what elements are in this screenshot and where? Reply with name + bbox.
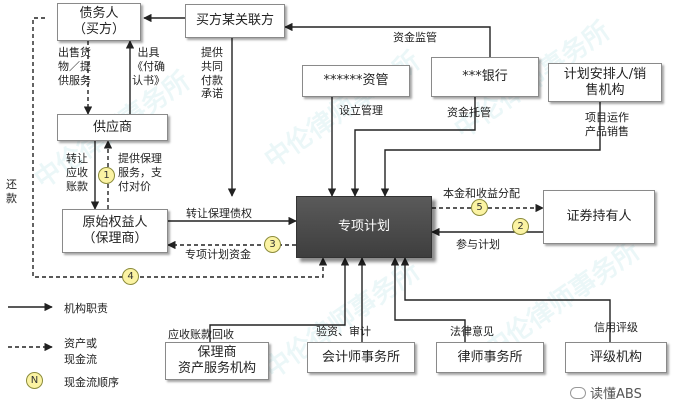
wechat-icon — [570, 386, 586, 399]
edge-label-issue-confirm: 出具 《付确 认书》 — [132, 46, 165, 87]
edge-label-plan-funds: 专项计划资金 — [185, 248, 251, 261]
node-security-holder-label: 证券持有人 — [566, 209, 632, 225]
node-planner-label: 计划安排人/销 售机构 — [563, 66, 647, 98]
node-factoring-service: 保理商 资产服务机构 — [165, 342, 269, 380]
node-asset-management-label: ******资管 — [323, 73, 389, 89]
edge-label-capital-verification: 验资、审计 — [316, 325, 371, 338]
node-debtor: 债务人 （买方） — [57, 3, 141, 41]
node-security-holder: 证券持有人 — [543, 190, 655, 244]
node-law-firm: 律师事务所 — [436, 342, 544, 373]
node-supplier-label: 供应商 — [92, 119, 132, 135]
legend-dashed-label: 资产或 现金流 — [64, 337, 97, 366]
node-special-plan-label: 专项计划 — [337, 219, 390, 235]
legend-solid-label: 机构职责 — [64, 302, 108, 315]
node-asset-management: ******资管 — [302, 65, 410, 97]
edge-label-transfer-factoring: 转让保理债权 — [186, 207, 252, 220]
node-rating-agency-label: 评级机构 — [589, 349, 642, 365]
node-buyer-affiliate-label: 买方某关联方 — [195, 13, 274, 29]
edge-label-project-operation: 项目运作 产品销售 — [585, 111, 629, 138]
node-debtor-label: 债务人 （买方） — [72, 6, 125, 37]
node-originator: 原始权益人 （保理商） — [62, 209, 168, 253]
edge-label-join-plan: 参与计划 — [456, 238, 500, 251]
node-special-plan: 专项计划 — [296, 196, 432, 258]
node-law-firm-label: 律师事务所 — [457, 349, 523, 365]
step-circle-1: 1 — [98, 167, 115, 184]
edge-label-receivable-collection: 应收账款回收 — [168, 328, 234, 341]
node-accounting-firm-label: 会计师事务所 — [321, 349, 400, 365]
step-circle-2: 2 — [512, 218, 529, 235]
step-circle-4: 4 — [122, 268, 139, 285]
edge-label-setup-management: 设立管理 — [339, 104, 383, 117]
edge-label-provide-factoring: 提供保理 服务，支 付对价 — [118, 152, 162, 193]
edge-label-legal-opinion: 法律意见 — [450, 325, 494, 338]
step-circle-5: 5 — [471, 199, 488, 216]
node-bank: ***银行 — [431, 57, 539, 97]
edge-label-transfer-receivable: 转让 应收 账款 — [66, 152, 88, 193]
brand-mark: 读懂ABS — [570, 383, 642, 402]
node-planner: 计划安排人/销 售机构 — [548, 63, 662, 102]
step-circle-3: 3 — [264, 236, 281, 253]
node-originator-label: 原始权益人 （保理商） — [82, 215, 148, 246]
edge-label-sell-goods: 出售货 物／提 供服务 — [58, 46, 91, 87]
node-rating-agency: 评级机构 — [565, 342, 667, 373]
brand-label: 读懂ABS — [590, 387, 642, 402]
edge-label-credit-rating: 信用评级 — [594, 321, 638, 334]
node-buyer-affiliate: 买方某关联方 — [185, 4, 285, 38]
edge-label-fund-supervision: 资金监管 — [393, 31, 437, 44]
node-accounting-firm: 会计师事务所 — [307, 342, 415, 373]
node-factoring-service-label: 保理商 资产服务机构 — [177, 345, 256, 376]
edge-label-joint-payment: 提供 共同 付款 承诺 — [201, 46, 223, 101]
edge-label-fund-custody: 资金托管 — [447, 106, 491, 119]
edge-label-repay: 还 款 — [6, 178, 17, 205]
legend-circle-label: 现金流顺序 — [64, 376, 119, 389]
legend-circle-icon: N — [26, 372, 43, 389]
edge-label-principal-distribution: 本金和收益分配 — [443, 187, 520, 200]
node-supplier: 供应商 — [57, 114, 168, 141]
node-bank-label: ***银行 — [462, 69, 508, 85]
